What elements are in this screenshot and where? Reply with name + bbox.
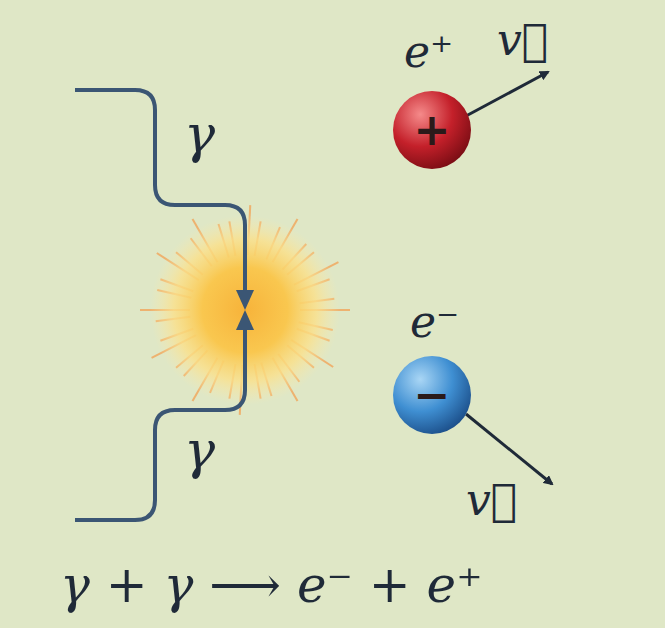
particle-symbol: e⁻ xyxy=(410,300,459,344)
velocity-arrow xyxy=(466,414,552,484)
photon-arrowhead xyxy=(236,310,254,330)
photon-line xyxy=(75,90,245,296)
reaction-equation: γ + γ ⟶ e⁻ + e⁺ xyxy=(60,560,483,610)
particle-symbol: e⁺ xyxy=(404,30,453,74)
charge-sign: − xyxy=(392,355,472,435)
photon-symbol: γ xyxy=(184,108,215,160)
electron-particle: − xyxy=(392,355,472,435)
velocity-symbol: v⃗ xyxy=(466,478,517,522)
velocity-arrow xyxy=(466,72,548,116)
photon-arrowhead xyxy=(236,290,254,310)
charge-sign: + xyxy=(392,90,472,170)
positron-particle: + xyxy=(392,90,472,170)
photon-symbol: γ xyxy=(184,424,215,476)
velocity-symbol: v⃗ xyxy=(497,18,548,62)
photon-line xyxy=(75,324,245,520)
